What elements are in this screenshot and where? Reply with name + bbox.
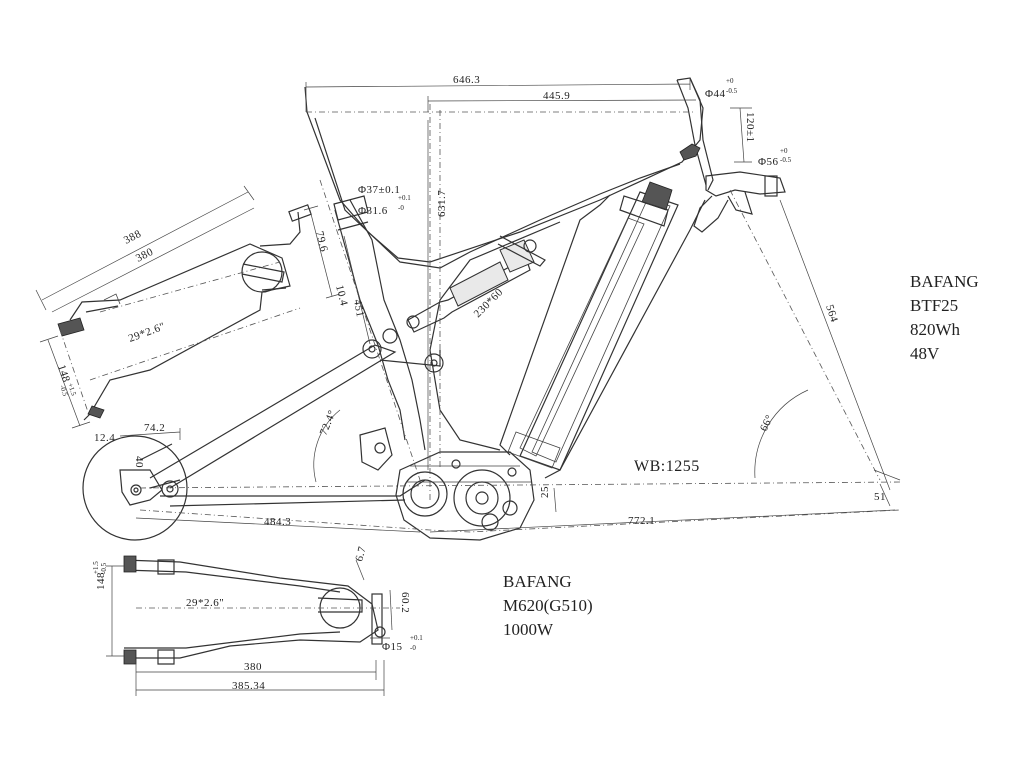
dim-stay-388: 388 — [122, 228, 143, 247]
dim-dropout-148-upper-tol-top: +1.5 — [66, 382, 78, 397]
dim-51: 51 — [874, 491, 886, 503]
dim-head-tube-dia-tol-top: +0 — [726, 77, 734, 85]
dim-10-4: 10.4 — [333, 284, 350, 308]
dim-lower-headset-dia: Φ56 — [758, 156, 779, 168]
dim-seat-tube-inner-tol-top: +0.1 — [398, 194, 411, 202]
dim-tire-size-lower: 29*2.6" — [186, 597, 224, 609]
dim-seat-angle: 72.4° — [318, 408, 339, 437]
dim-seat-tube-len: 451 — [351, 298, 366, 318]
reference-lines — [59, 104, 901, 609]
wheelbase-label-group: WB:1255 — [634, 458, 700, 475]
dim-74-2: 74.2 — [144, 422, 165, 434]
motor-model: M620(G510) — [503, 596, 593, 615]
motor-power: 1000W — [503, 620, 554, 639]
battery-pack — [507, 181, 679, 471]
dim-60-2: 60.2 — [399, 592, 411, 613]
dim-dropout-148-upper: 148 — [55, 363, 72, 384]
dim-lower-380: 380 — [244, 661, 262, 673]
battery-brand: BAFANG — [910, 272, 979, 291]
dim-front-center: 772.1 — [628, 515, 655, 527]
dimension-labels: 646.3 445.9 Φ44 +0 -0.5 120±1 Φ56 +0 -0.… — [55, 74, 886, 692]
dim-fork-length: 564 — [823, 303, 840, 324]
dim-bb-drop: 25 — [539, 486, 551, 498]
dim-pivot-dia-tol-bottom: -0 — [410, 644, 416, 652]
wheelbase-label: WB:1255 — [634, 458, 700, 475]
dim-lower-headset-tol-bottom: -0.5 — [780, 156, 792, 164]
dim-79-6: 79.6 — [313, 230, 330, 254]
main-frame — [304, 77, 786, 479]
dropout-detail — [82, 435, 188, 541]
dim-head-angle: 66° — [758, 413, 776, 433]
dim-dropout-148-lower-tol-bottom: -0.5 — [100, 562, 108, 574]
dim-tire-size-upper: 29*2.6" — [127, 320, 167, 344]
dim-lower-headset-tol-top: +0 — [780, 147, 788, 155]
dim-lower-385-34: 385.34 — [232, 680, 265, 692]
dim-seat-tube-inner-tol-bottom: -0 — [398, 204, 404, 212]
motor-brand: BAFANG — [503, 572, 572, 591]
dimension-lines — [35, 78, 901, 696]
dim-top-reach: 445.9 — [543, 90, 570, 102]
dim-seat-tube-outer: Φ37±0.1 — [358, 184, 400, 196]
dim-stay-380: 380 — [134, 246, 155, 265]
motor-spec-block: BAFANG M620(G510) 1000W — [503, 572, 593, 639]
dim-stack-height: 631.7 — [436, 190, 448, 217]
dim-12-4: 12.4 — [94, 432, 115, 444]
battery-voltage: 48V — [910, 344, 940, 363]
dim-pivot-dia-tol-top: +0.1 — [410, 634, 423, 642]
dim-seat-tube-inner: Φ31.6 — [358, 205, 388, 217]
battery-capacity: 820Wh — [910, 320, 961, 339]
rear-shock — [406, 235, 546, 333]
dim-dropout-148-lower: 148 — [95, 572, 107, 590]
dim-6-7: 6.7 — [353, 545, 369, 563]
dim-chainstay: 484.3 — [264, 516, 291, 528]
battery-spec-block: BAFANG BTF25 820Wh 48V — [910, 272, 979, 363]
rear-stays — [149, 328, 444, 507]
dim-dropout-148-upper-tol-bottom: -0.5 — [58, 384, 69, 397]
dim-pivot-dia: Φ15 — [382, 641, 403, 653]
swingarm-upper — [57, 204, 312, 421]
dim-dropout-148-lower-tol-top: +1.5 — [92, 561, 100, 574]
dim-head-tube-dia: Φ44 — [705, 88, 726, 100]
swingarm-lower — [123, 555, 386, 665]
dim-head-tube-dia-tol-bottom: -0.5 — [726, 87, 738, 95]
dim-top-total: 646.3 — [453, 74, 480, 86]
battery-model: BTF25 — [910, 296, 958, 315]
dim-head-tube-length: 120±1 — [744, 112, 756, 143]
dim-40: 40 — [133, 456, 145, 468]
drive-motor — [395, 451, 535, 541]
